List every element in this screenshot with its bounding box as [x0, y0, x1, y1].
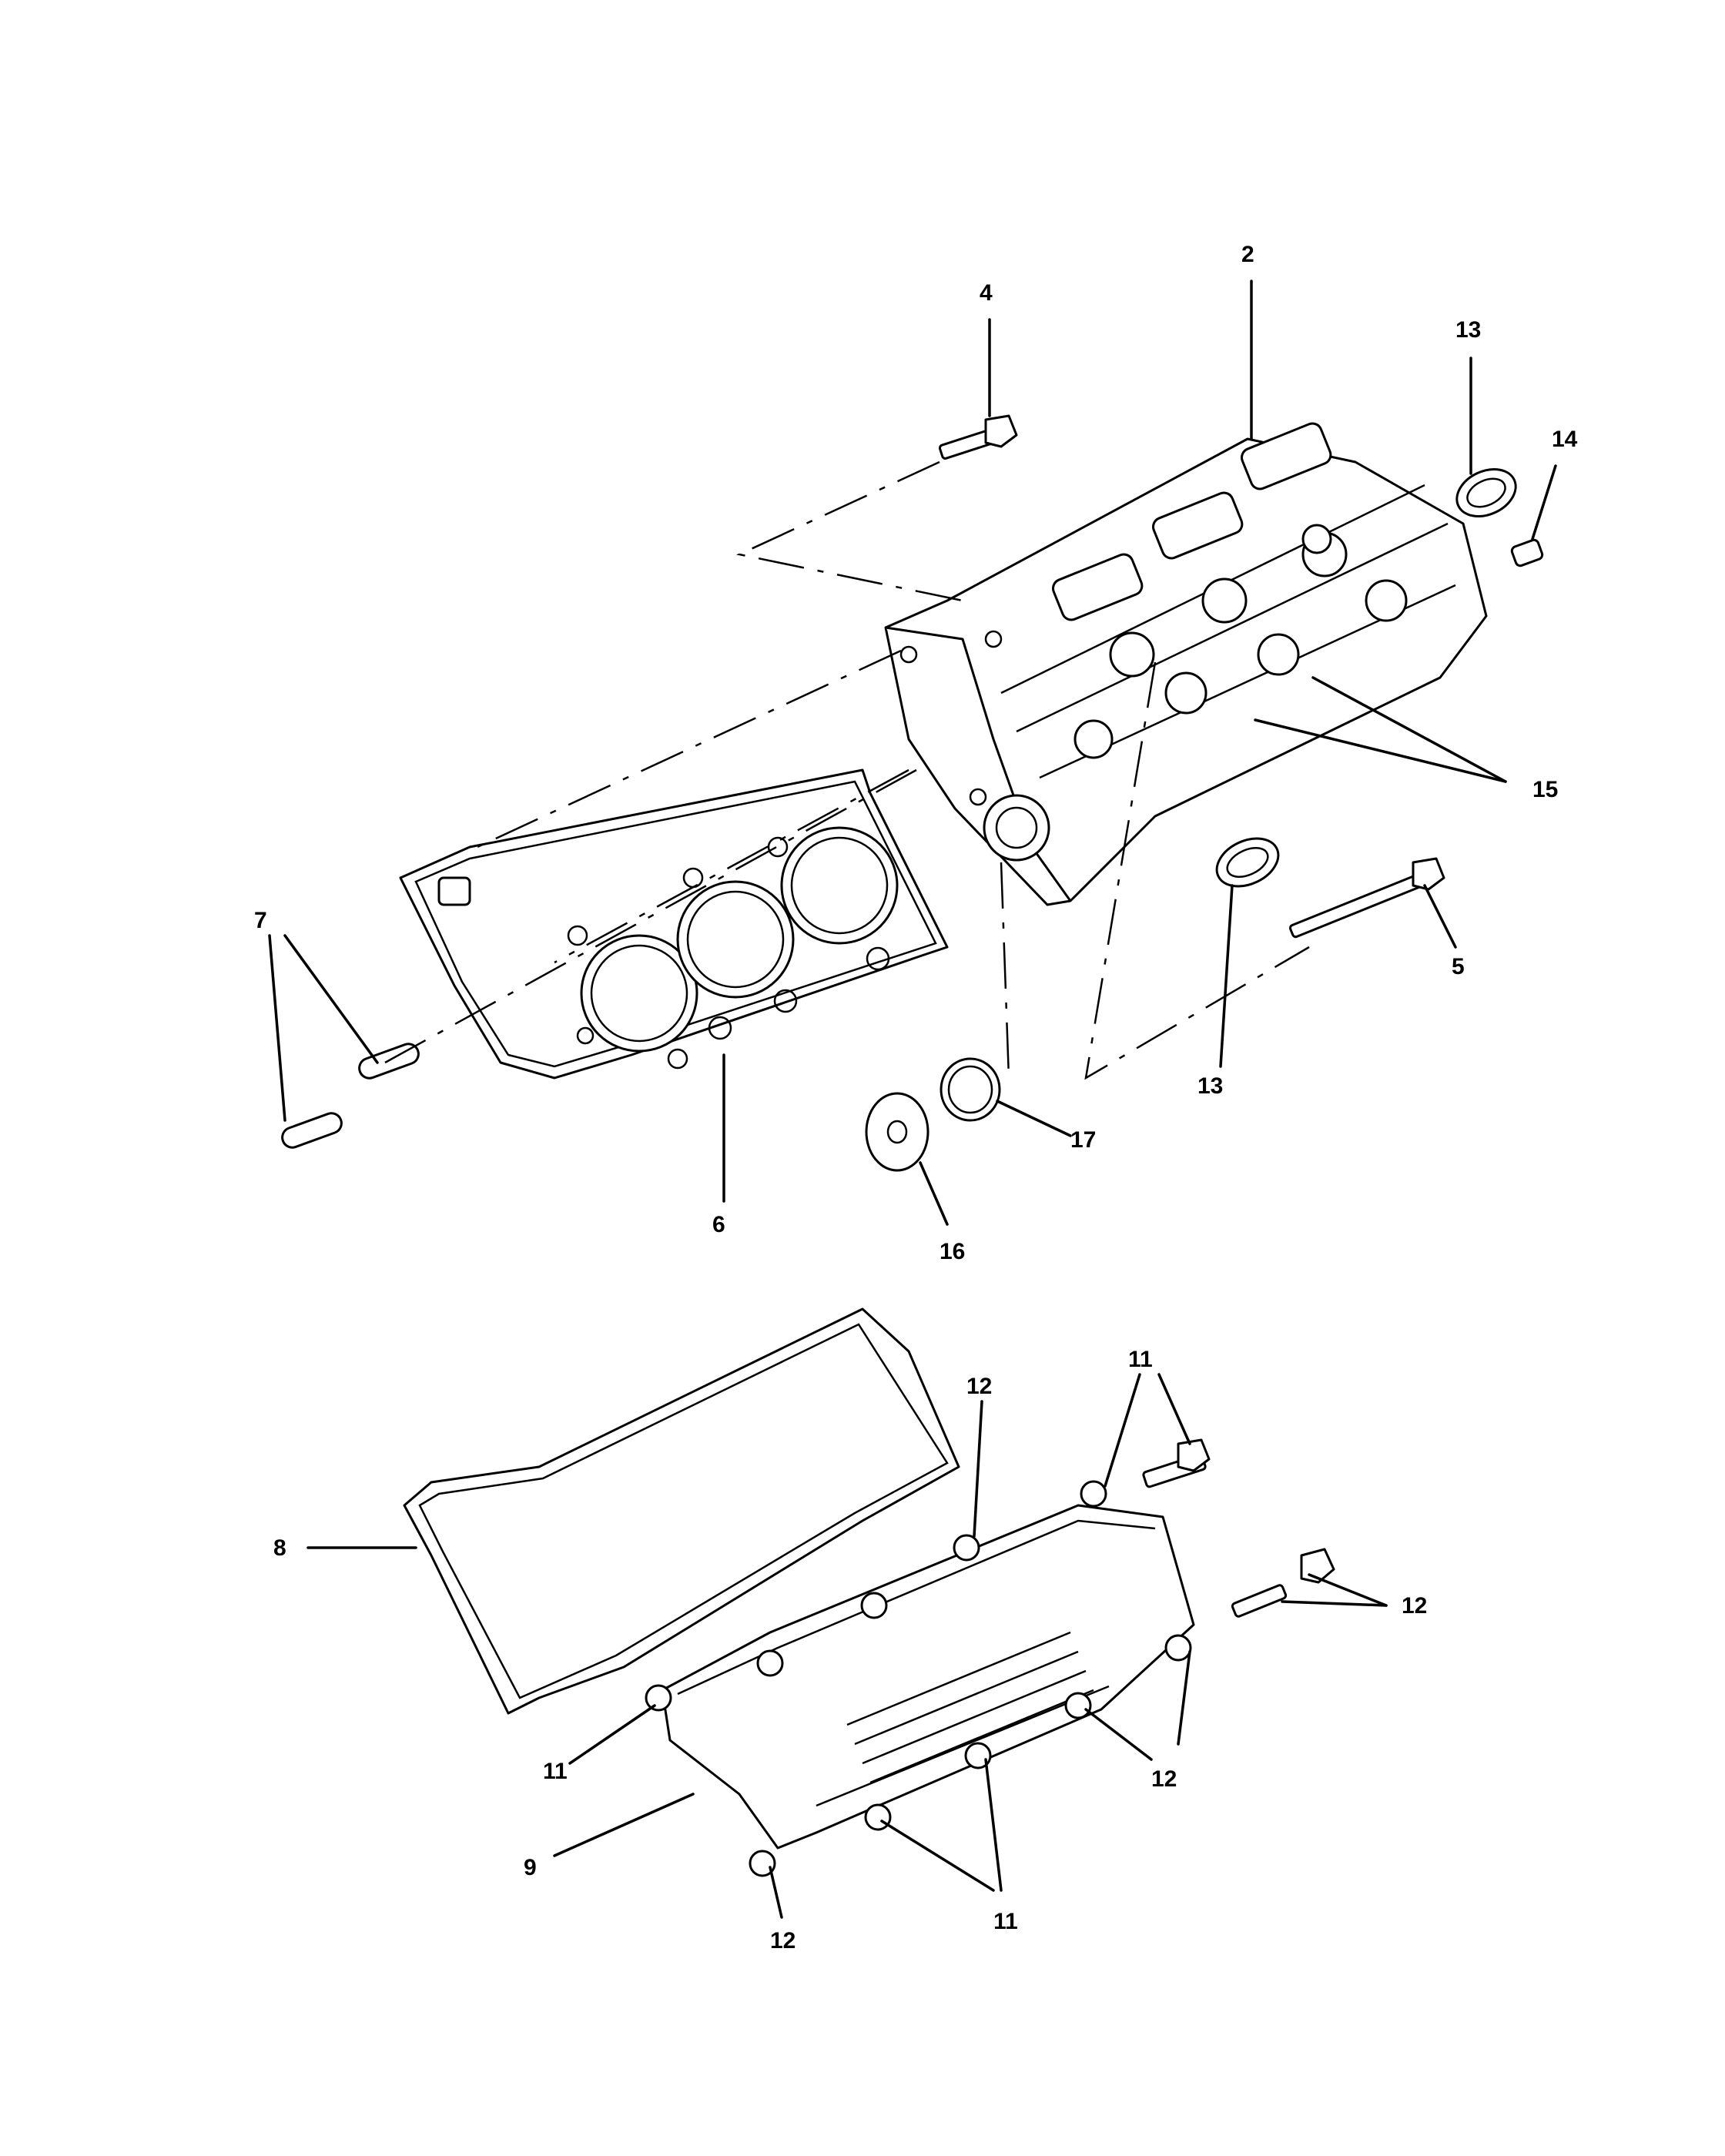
callout-7: 7	[254, 908, 267, 933]
callout-5: 5	[1452, 954, 1465, 979]
callout-15: 15	[1532, 777, 1558, 802]
callout-14: 14	[1552, 427, 1578, 452]
plug-cap[interactable]	[1510, 538, 1544, 567]
callout-11-top: 11	[1128, 1347, 1153, 1372]
callout-2: 2	[1241, 242, 1254, 267]
cylinder-head[interactable]	[884, 420, 1488, 906]
plug[interactable]	[865, 1092, 929, 1172]
callout-16: 16	[940, 1239, 965, 1264]
head-gasket[interactable]	[399, 768, 949, 1080]
callout-9: 9	[524, 1855, 537, 1880]
cover-bolt-loose[interactable]	[1142, 1438, 1211, 1488]
assembly-lines	[384, 460, 1310, 1080]
head-bolt-short[interactable]	[938, 414, 1018, 460]
callout-12-bottom: 12	[770, 1928, 796, 1953]
callout-12-middle: 12	[1151, 1766, 1177, 1792]
cam-seal-lower[interactable]	[1209, 829, 1286, 896]
valve-cover-gasket[interactable]	[403, 1307, 960, 1715]
cover-stud-nut[interactable]	[1231, 1548, 1335, 1618]
callout-11-bottom: 11	[993, 1909, 1018, 1934]
callout-17: 17	[1070, 1127, 1096, 1153]
callout-13-upper: 13	[1455, 317, 1481, 343]
callout-12-right: 12	[1402, 1593, 1427, 1619]
callout-4: 4	[980, 280, 993, 306]
o-ring[interactable]	[940, 1057, 1001, 1122]
cam-seal-upper[interactable]	[1449, 460, 1523, 526]
callout-labels: 2 4 13 14 15 5 13 17 16 6 7 8 9 11 11 11…	[254, 242, 1578, 1953]
callout-12-top: 12	[966, 1374, 992, 1399]
callout-11-left: 11	[543, 1759, 568, 1784]
callout-13-lower: 13	[1197, 1073, 1223, 1099]
head-bolt-long[interactable]	[1288, 857, 1445, 939]
cover-bolt-heads[interactable]	[645, 1480, 1192, 1877]
leader-lines	[268, 280, 1557, 1919]
callout-8: 8	[273, 1535, 286, 1561]
dowel-pins[interactable]	[280, 1041, 421, 1150]
callout-6: 6	[712, 1212, 725, 1237]
